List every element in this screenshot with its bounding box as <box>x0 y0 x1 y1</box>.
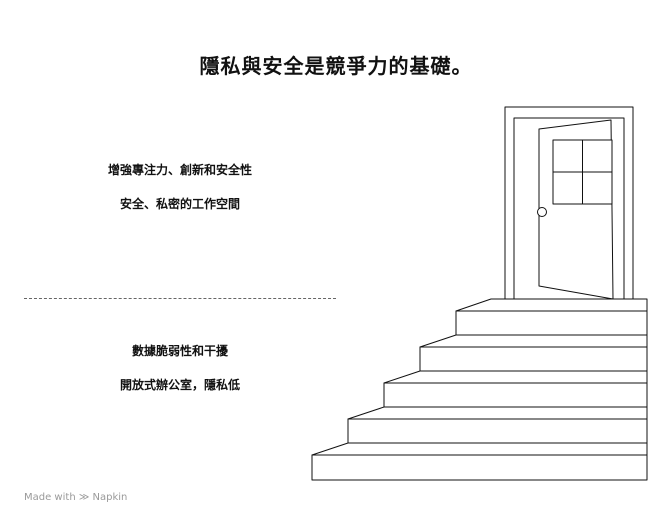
watermark: Made with ≫ Napkin <box>24 492 127 503</box>
stair-riser-4 <box>347 418 648 444</box>
stair-tread-3 <box>383 370 648 384</box>
stair-tread-2 <box>419 334 648 348</box>
top-section-line1: 增強專注力、創新和安全性 <box>107 163 252 177</box>
watermark-prefix: Made with <box>24 492 76 503</box>
door-panel <box>537 119 614 300</box>
staircase <box>311 298 648 481</box>
bottom-section-line2: 開放式辦公室，隱私低 <box>119 378 240 392</box>
bottom-section-line1: 數據脆弱性和干擾 <box>131 344 228 358</box>
section-divider <box>24 298 336 299</box>
stair-riser-3 <box>383 382 648 408</box>
stair-riser-5 <box>311 454 648 481</box>
napkin-logo-icon: ≫ <box>78 492 90 503</box>
doorknob-icon <box>537 207 547 217</box>
stair-riser-2 <box>419 346 648 372</box>
stair-tread-4 <box>347 406 648 420</box>
stair-riser-1 <box>455 310 648 336</box>
top-section-line2: 安全、私密的工作空間 <box>119 197 240 211</box>
page-title: 隱私與安全是競爭力的基礎。 <box>199 54 473 78</box>
stair-tread-1 <box>455 298 648 312</box>
watermark-brand: Napkin <box>92 492 128 503</box>
stair-tread-5 <box>311 442 648 456</box>
